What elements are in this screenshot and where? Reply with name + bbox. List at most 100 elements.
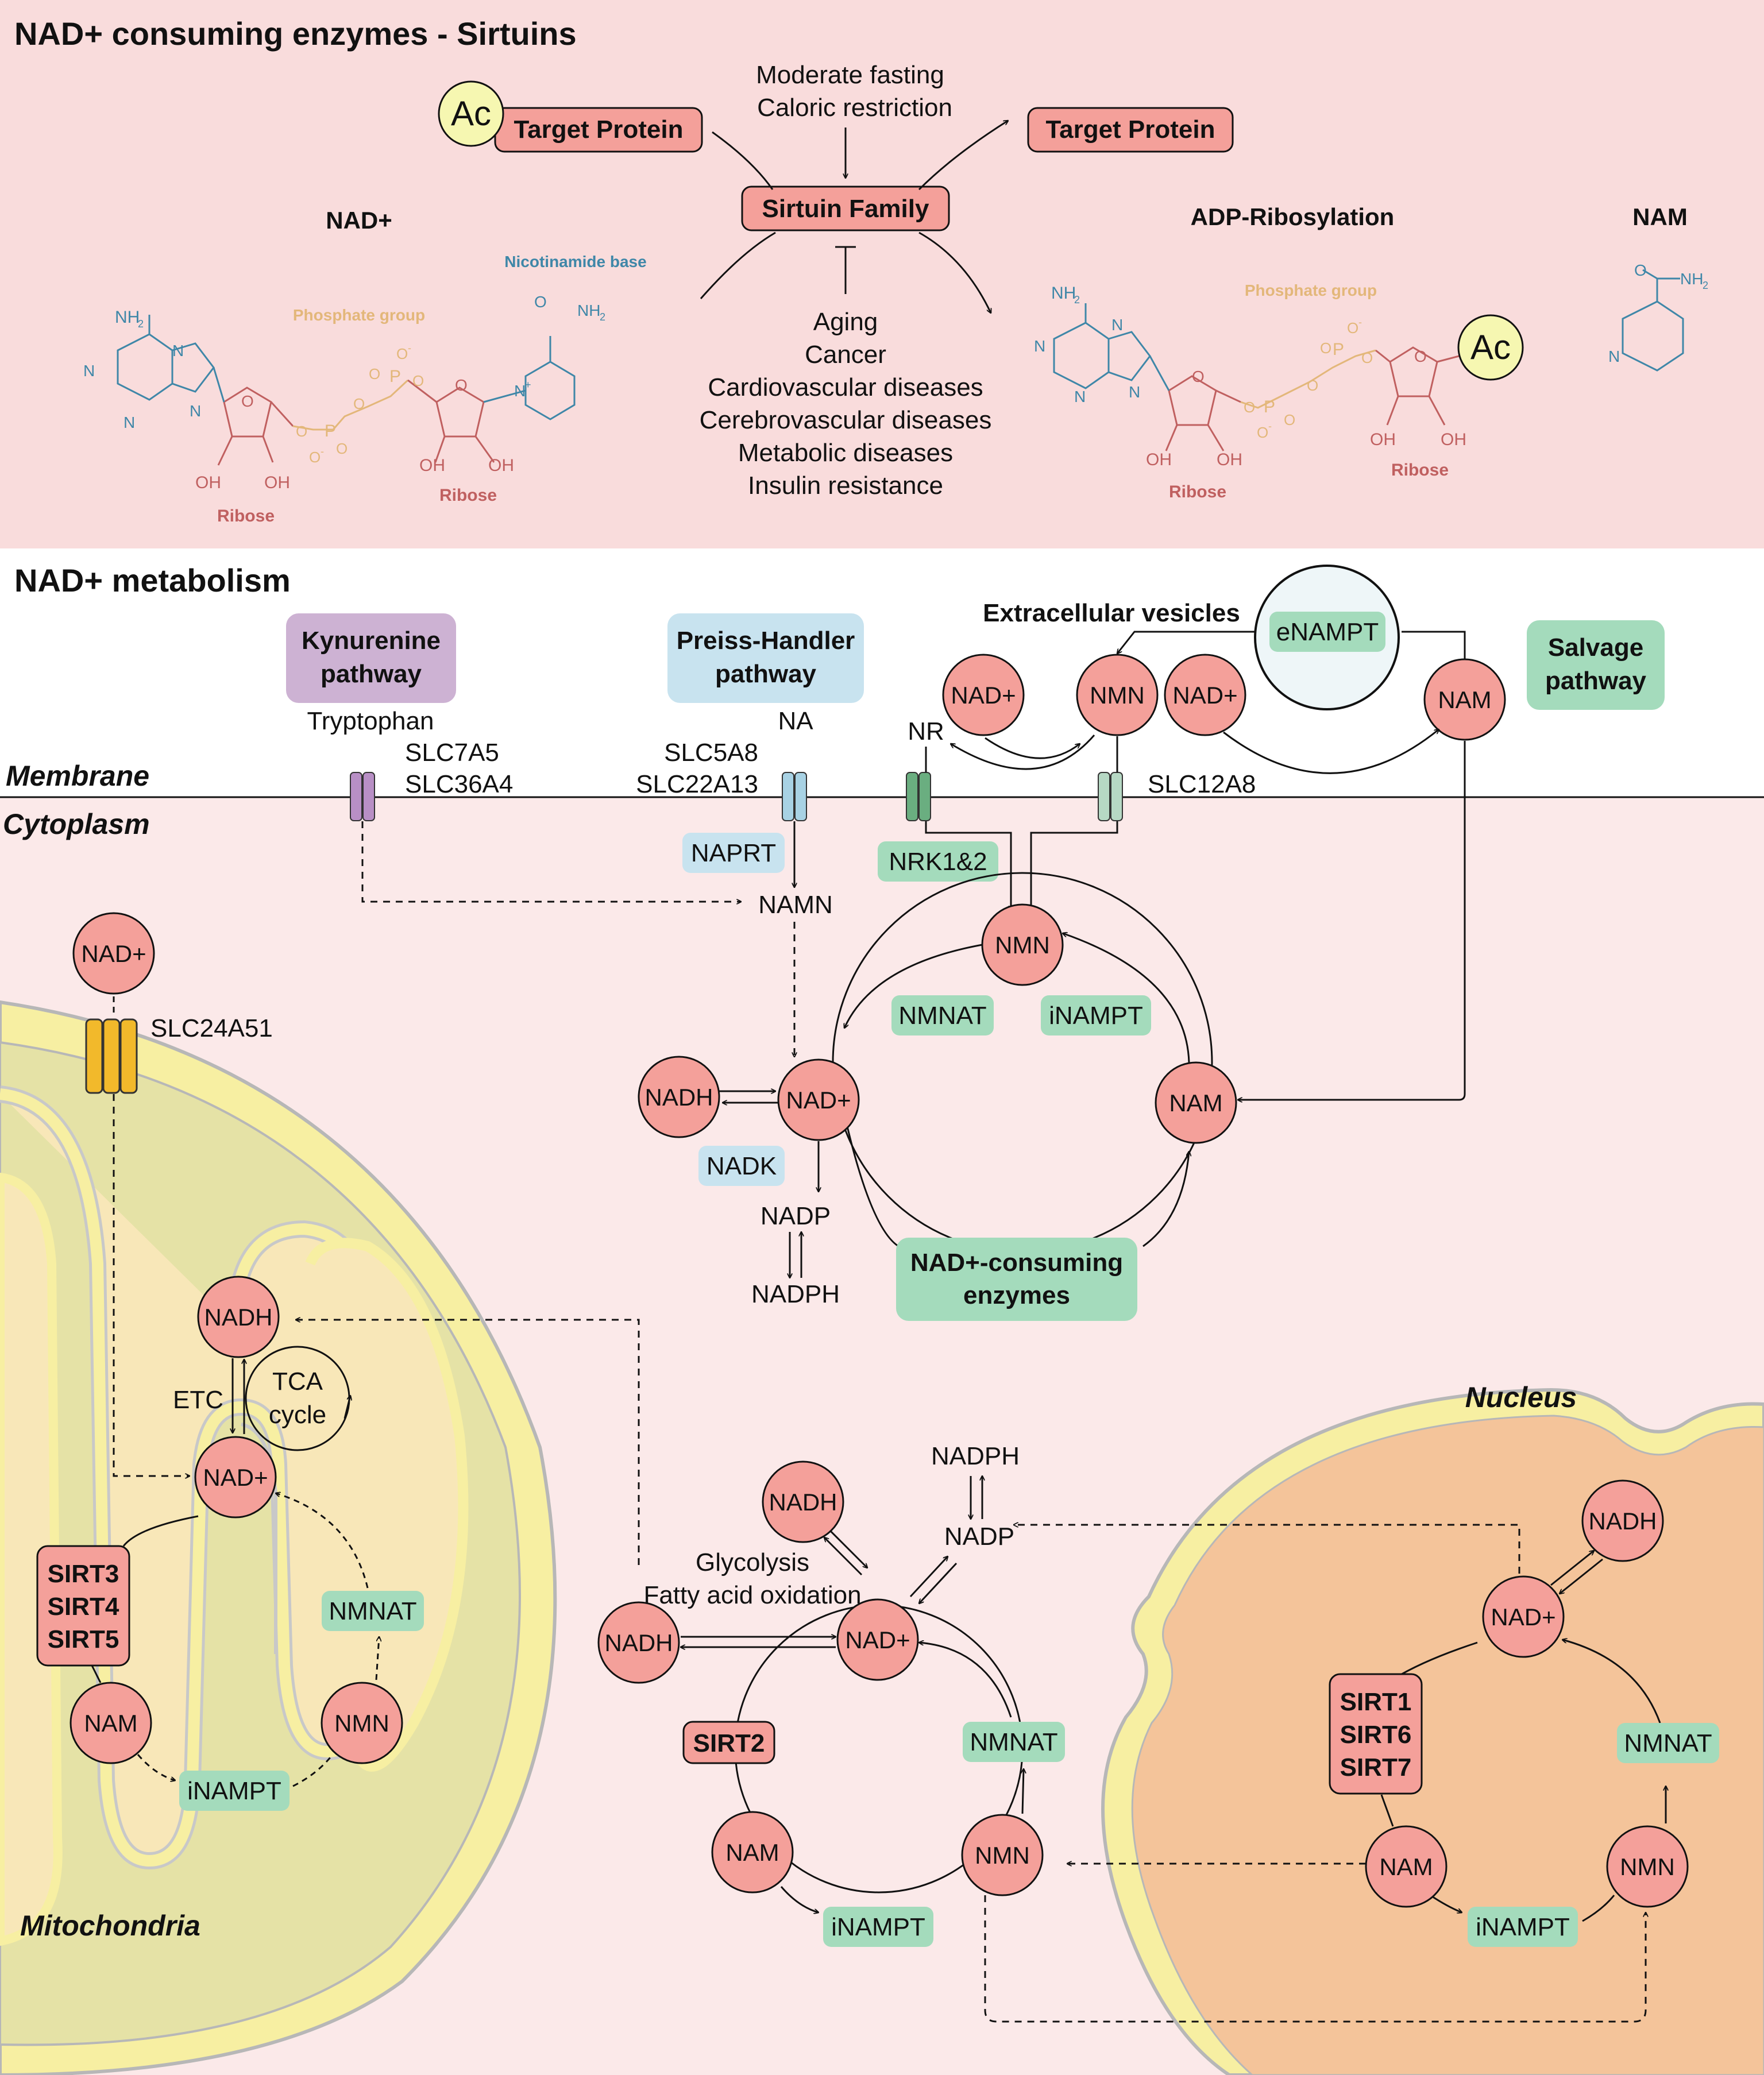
sirt167-box (1329, 1673, 1423, 1795)
nad-atom-labels: NH 2 N N N N O OH OH O P O - O O P O O -… (83, 293, 605, 492)
slc22a13-label: SLC22A13 (636, 770, 758, 798)
nad-o-ribose1: O (241, 392, 254, 410)
nucleus-shape (1101, 1388, 1764, 2075)
arrow-mito-nmn-to-nmnat (375, 1637, 379, 1680)
transporter-slc5a8 (782, 772, 807, 821)
nuc-inampt-label: iNAMPT (1476, 1913, 1570, 1941)
slc7a5-label: SLC7A5 (405, 739, 499, 767)
sirt7-label: SIRT7 (1340, 1753, 1412, 1782)
salvage-box (1527, 620, 1665, 710)
adpr-n2: N (1034, 337, 1045, 355)
preiss-handler-box (667, 613, 864, 703)
membrane-label: Membrane (6, 760, 149, 792)
slc24a51-label: SLC24A51 (150, 1014, 273, 1042)
adpr-oh3: OH (1370, 430, 1396, 449)
nad-p2: P (389, 367, 401, 386)
nad-structure (117, 315, 576, 466)
cyto-nmnat-label: NMNAT (898, 1002, 986, 1030)
activator-fasting: Moderate fasting (756, 61, 944, 89)
nad-ribose1-label: Ribose (217, 507, 275, 525)
nuc-sirt-to-nam (1380, 1794, 1394, 1827)
nad-amide-o: O (534, 293, 547, 311)
adpr-structure (1053, 303, 1460, 451)
mito-inampt-label: iNAMPT (187, 1777, 281, 1805)
slc5a8-label: SLC5A8 (664, 739, 758, 767)
lower-nad-node (836, 1598, 919, 1681)
adpr-oh4: OH (1441, 430, 1466, 449)
arrow-lower-nmn-to-nmnat (1022, 1769, 1024, 1814)
arrow-glycolysis-to-nadh (824, 1537, 863, 1576)
sirtuins-panel-bg (0, 0, 1764, 548)
nad-minus1: - (321, 446, 324, 457)
cyto-nadph-label: NADPH (751, 1280, 840, 1308)
cyto-nadh-node (638, 1056, 720, 1138)
fatty-acid-label: Fatty acid oxidation (643, 1581, 861, 1609)
arrow-lower-nam-to-inampt (780, 1886, 819, 1912)
arrow-tryptophan-to-namn (361, 821, 741, 902)
cyto-nam-label: NAM (1169, 1089, 1222, 1116)
adpr-p1: P (1264, 397, 1275, 416)
lower-nam-node (711, 1811, 794, 1894)
nad-nh2-sub: 2 (138, 318, 144, 330)
nuc-nmn-node (1606, 1825, 1689, 1908)
mito-nmnat-box (322, 1591, 424, 1631)
arc-nad-to-consuming (843, 1114, 905, 1250)
mito-sirt-to-nam (91, 1665, 102, 1683)
arrow-nad-to-nmn (985, 737, 1080, 759)
ext-nad-label-1: NAD+ (951, 682, 1016, 709)
disease-aging: Aging (813, 308, 878, 336)
nam-o: O (1634, 261, 1647, 279)
nad-molecule-label: NAD+ (326, 207, 392, 234)
adpr-o-p2b: O (1361, 349, 1373, 366)
adpr-oh1: OH (1146, 450, 1172, 469)
nad-minus2: - (408, 342, 411, 354)
arrow-nadp-to-nad-lower (919, 1562, 958, 1603)
adpr-acetyl-circle (1457, 314, 1524, 381)
nad-o-bridge: O (353, 395, 365, 412)
lower-nadh-left-node (597, 1601, 680, 1684)
na-label: NA (778, 707, 813, 735)
kynurenine-label-2: pathway (321, 660, 422, 688)
arrow-slc12a8-to-nmn (1031, 821, 1118, 910)
arrow-nam-to-nmn-cyto (1063, 933, 1190, 1063)
naprt-label: NAPRT (691, 839, 776, 867)
adpr-atom-labels: NH 2 N N N N O OH OH O P O - O O P O O -… (1034, 284, 1466, 469)
cyto-nmnat-box (891, 995, 994, 1035)
acetyl-label: Ac (451, 94, 491, 133)
lower-nmn-node (961, 1814, 1044, 1896)
nad-n-plus: N (514, 382, 526, 400)
adpr-acetyl-label: Ac (1470, 328, 1511, 366)
sirt6-label: SIRT6 (1340, 1721, 1412, 1749)
nad-oh2: OH (264, 473, 290, 492)
cyto-nmn-label: NMN (995, 932, 1050, 959)
adpr-nh2: NH (1051, 284, 1076, 303)
disease-cardio: Cardiovascular diseases (708, 373, 983, 401)
nad-oh1: OH (195, 473, 221, 492)
arrow-consuming-to-nam (1142, 1152, 1189, 1247)
transporter-nr (906, 772, 931, 821)
cyto-nam-node (1155, 1061, 1237, 1144)
adpr-o-p1b: O (1284, 411, 1295, 428)
slc36a4-label: SLC36A4 (405, 770, 513, 798)
nam-molecule-label: NAM (1632, 203, 1688, 230)
lower-nadh-left-label: NADH (604, 1629, 673, 1656)
tca-label-1: TCA (272, 1367, 323, 1396)
salvage-label-1: Salvage (1548, 633, 1643, 662)
mito-nam-node (70, 1682, 152, 1764)
namn-label: NAMN (758, 891, 833, 919)
nuc-nmnat-label: NMNAT (1624, 1729, 1712, 1757)
nam-nh2: NH (1680, 270, 1703, 288)
slc12a8-label: SLC12A8 (1148, 770, 1256, 798)
nad-n4: N (190, 402, 201, 420)
cyto-nadp-label: NADP (761, 1202, 831, 1230)
arrow-cyto-nmn-to-nuc-nmn (984, 1895, 1646, 2023)
arrow-nuc-nadh-to-nad (1560, 1558, 1603, 1594)
nam-n: N (1608, 347, 1620, 365)
arrow-slc24a51-to-mito-nad (113, 1094, 190, 1476)
nad-n2: N (83, 362, 95, 380)
curve-out-bottom (918, 231, 991, 313)
mito-inampt-box (179, 1771, 290, 1811)
adpr-o-minus2: O (1347, 319, 1358, 337)
sirt3-label: SIRT3 (48, 1560, 119, 1588)
nrk-box (878, 841, 998, 882)
